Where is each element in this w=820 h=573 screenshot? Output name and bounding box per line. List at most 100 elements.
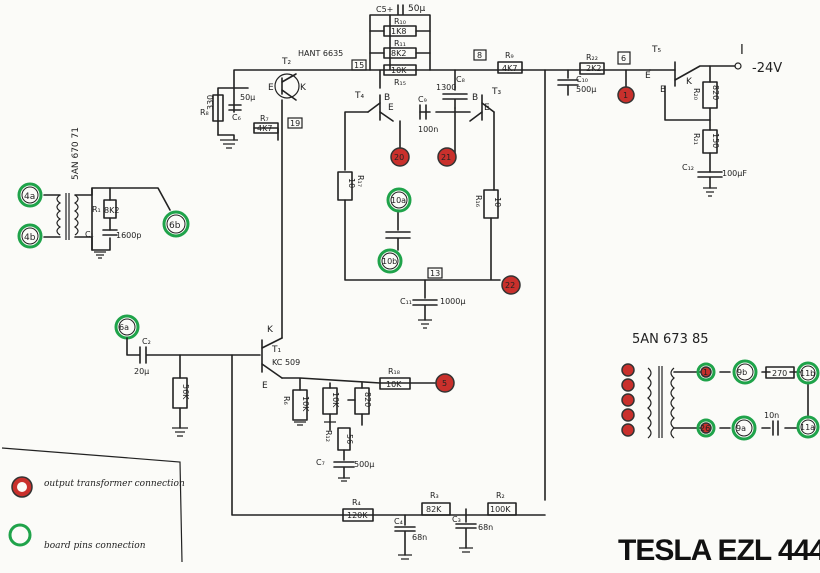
- svg-text:19: 19: [290, 119, 300, 128]
- transistor-t1: [261, 337, 283, 379]
- svg-text:1300: 1300: [436, 83, 456, 92]
- svg-text:10K: 10K: [391, 66, 407, 75]
- supply-label: -24V: [752, 61, 782, 76]
- svg-text:10: 10: [493, 197, 502, 207]
- resistor-r8: [212, 94, 224, 122]
- svg-text:5: 5: [442, 379, 447, 388]
- svg-text:E: E: [645, 71, 651, 81]
- svg-text:4K7: 4K7: [502, 64, 517, 73]
- t2-pin-k: K: [300, 83, 307, 93]
- svg-text:K: K: [686, 77, 693, 87]
- pin-4b: 4b: [17, 223, 43, 249]
- input-transformer: [56, 193, 79, 240]
- svg-text:R₁₇: R₁₇: [356, 175, 365, 187]
- c1-ref: C₁: [85, 230, 94, 239]
- svg-text:R₆: R₆: [282, 396, 291, 405]
- svg-text:T₁: T₁: [271, 345, 281, 355]
- svg-text:1: 1: [623, 91, 628, 100]
- svg-text:11a: 11a: [800, 423, 815, 432]
- svg-text:20: 20: [394, 153, 404, 162]
- svg-text:E: E: [262, 381, 268, 391]
- svg-text:6: 6: [621, 54, 626, 63]
- svg-text:T₅: T₅: [651, 45, 661, 55]
- svg-text:56K: 56K: [181, 384, 190, 400]
- svg-text:board pins connection: board pins connection: [44, 541, 146, 551]
- svg-text:2K2: 2K2: [586, 64, 601, 73]
- svg-text:R₄: R₄: [352, 498, 361, 507]
- svg-text:C₇: C₇: [316, 458, 325, 467]
- svg-text:9a: 9a: [736, 424, 746, 433]
- resistor-r2: [487, 502, 517, 516]
- svg-text:C₁₁: C₁₁: [400, 297, 412, 306]
- svg-text:R₁₂: R₁₂: [324, 430, 333, 442]
- pin-5: 5: [435, 373, 455, 393]
- svg-text:150: 150: [711, 133, 720, 148]
- svg-text:1: 1: [703, 368, 708, 377]
- svg-text:T₃: T₃: [491, 87, 501, 97]
- transistor-t2: [274, 73, 300, 101]
- svg-text:R₃: R₃: [430, 491, 439, 500]
- svg-text:R₂₂: R₂₂: [586, 53, 598, 62]
- pin-20: 20: [390, 147, 410, 167]
- svg-text:15: 15: [354, 61, 364, 70]
- boxed-node-13: [427, 267, 443, 279]
- t2-name: T₂: [281, 57, 291, 67]
- svg-text:10K: 10K: [386, 380, 402, 389]
- c6-ref: C₆: [232, 113, 241, 122]
- svg-text:120K: 120K: [347, 511, 368, 520]
- resistor-r4: [342, 508, 374, 522]
- transistor-t3: [469, 94, 495, 122]
- svg-text:C₉: C₉: [418, 95, 427, 104]
- boxed-node-8: [473, 49, 487, 61]
- resistor-r21: [702, 129, 718, 154]
- boxed-node-15: [351, 59, 367, 71]
- c1-value: 1600p: [116, 231, 141, 240]
- svg-text:C₄: C₄: [394, 517, 403, 526]
- pin-11a: 11a: [796, 415, 820, 439]
- t2-pin-e: E: [268, 83, 274, 93]
- svg-text:output transformer connection: output transformer connection: [44, 479, 185, 489]
- svg-text:10a: 10a: [391, 196, 406, 205]
- pin-1: 1: [617, 86, 635, 104]
- resistor-r22: [579, 62, 605, 75]
- svg-text:22: 22: [505, 281, 515, 290]
- resistor-r9: [497, 61, 523, 74]
- legend-frame: [1, 447, 183, 563]
- c5-value: 50μ: [408, 4, 425, 14]
- svg-text:R₂₁: R₂₁: [692, 133, 701, 145]
- svg-text:8: 8: [477, 51, 482, 60]
- resistor-r7: [253, 122, 279, 134]
- svg-text:500μ: 500μ: [354, 460, 374, 469]
- transistor-t5: [649, 61, 736, 121]
- svg-text:C₁₀: C₁₀: [576, 75, 588, 84]
- svg-text:E: E: [484, 103, 490, 113]
- pin-10a: 10a: [386, 187, 412, 213]
- resistor-r5: [172, 377, 188, 409]
- svg-text:4a: 4a: [24, 192, 35, 202]
- svg-text:C₈: C₈: [456, 75, 465, 84]
- svg-text:9b: 9b: [737, 368, 747, 377]
- svg-text:82K: 82K: [426, 505, 442, 514]
- svg-text:270: 270: [772, 369, 787, 378]
- r8-ref: R₈: [200, 108, 209, 117]
- resistor-r1: [103, 199, 117, 219]
- boxed-node-19: [287, 117, 303, 129]
- r1-ref: R₁: [92, 205, 101, 214]
- page-title: TESLA EZL 444: [618, 534, 820, 567]
- svg-text:6b: 6b: [169, 221, 181, 231]
- ground-symbol: [94, 251, 106, 259]
- svg-text:100K: 100K: [490, 505, 511, 514]
- svg-text:C₁₂: C₁₂: [682, 163, 694, 172]
- svg-text:10: 10: [347, 178, 356, 188]
- svg-text:10K: 10K: [331, 392, 340, 408]
- r7-value: 4K7: [257, 124, 272, 133]
- svg-text:C₂: C₂: [142, 337, 151, 346]
- resistor-r13: [383, 64, 417, 76]
- svg-text:1K8: 1K8: [391, 27, 406, 36]
- svg-text:C₃: C₃: [452, 515, 461, 524]
- svg-text:11b: 11b: [800, 369, 815, 378]
- resistor-r6: [292, 389, 308, 421]
- svg-text:R₉: R₉: [505, 51, 514, 60]
- pin-9a: 9a: [731, 415, 757, 441]
